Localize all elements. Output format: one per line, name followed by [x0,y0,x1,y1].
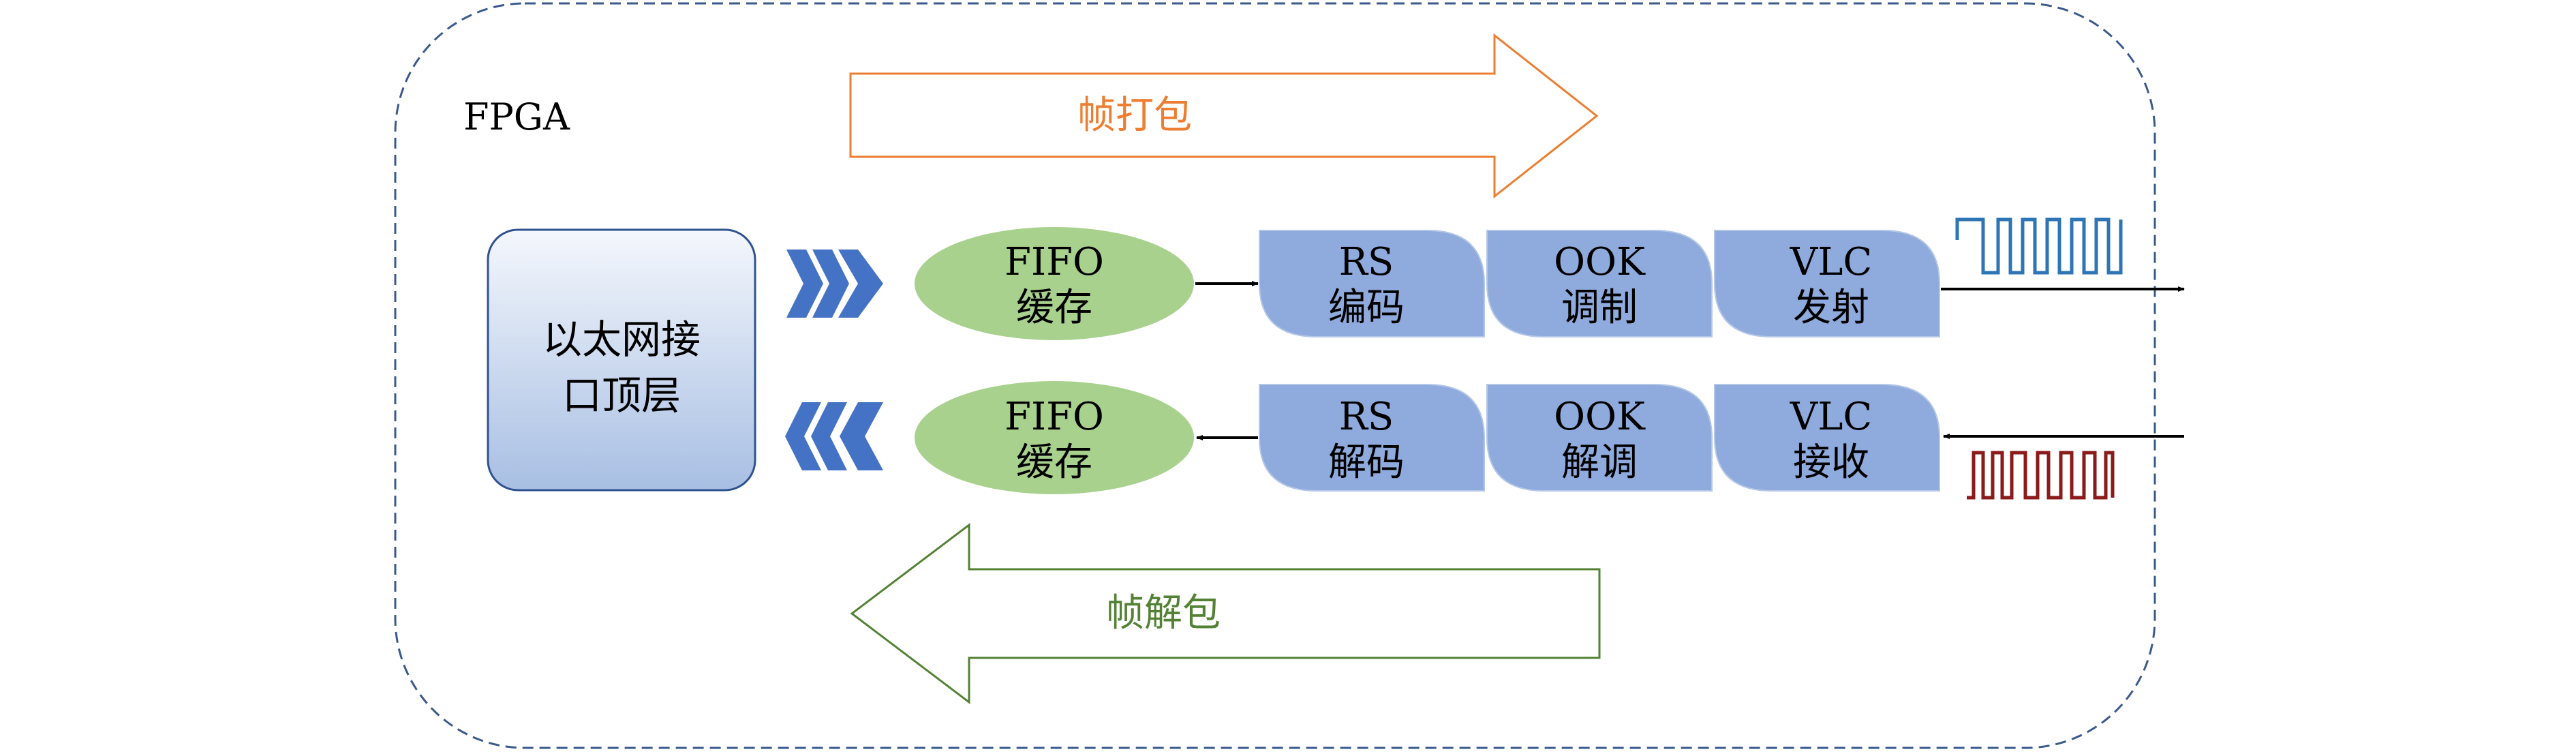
rx-rs-line2: 解码 [1328,440,1405,485]
rx-vlc-line1: VLC [1790,395,1872,439]
tx-chevron-3 [838,250,883,318]
rx-chevron-1 [785,402,821,470]
tx-rs-line2: 编码 [1328,286,1405,330]
tx-rs-encode-block [1259,230,1485,337]
tx-chevron-1 [786,250,823,318]
rx-ook-line2: 解调 [1561,440,1638,485]
tx-fifo-line1: FIFO [1005,240,1104,284]
rx-fifo-line1: FIFO [1005,395,1104,439]
tx-ook-line2: 调制 [1561,286,1638,330]
tx-signal-waveform [1955,217,2123,275]
rx-chevrons [785,402,883,470]
tx-vlc-line2: 发射 [1793,286,1869,330]
ethernet-interface-block [487,228,756,492]
ethernet-label-line2: 口顶层 [562,372,681,419]
rx-vlc-receive-block [1714,384,1940,492]
tx-chevron-2 [812,250,849,318]
frame-packing-arrow [849,33,1599,199]
rx-fifo-buffer [915,381,1194,494]
tx-fifo-buffer [915,227,1194,340]
rx-vlc-line2: 接收 [1793,440,1869,485]
tx-chevrons [786,250,883,318]
tx-rs-line1: RS [1339,240,1394,284]
frame-unpacking-arrow [850,522,1601,705]
tx-ook-modulation-block [1486,230,1713,337]
frame-unpacking-label: 帧解包 [1106,591,1221,635]
tx-fifo-line2: 缓存 [1016,286,1092,330]
rx-rs-line1: RS [1339,395,1394,439]
tx-vlc-line1: VLC [1790,240,1872,284]
rx-chevron-2 [811,402,847,470]
ethernet-label-line1: 以太网接 [542,316,701,363]
rx-ook-demodulation-block [1486,384,1713,492]
rx-ook-line1: OOK [1554,395,1646,439]
tx-vlc-transmit-block [1714,230,1940,337]
rx-chevron-3 [840,402,883,470]
frame-packing-label: 帧打包 [1077,93,1192,138]
rx-rs-decode-block [1259,384,1485,492]
rx-fifo-line2: 缓存 [1016,440,1092,485]
fpga-label: FPGA [463,95,570,138]
rx-signal-waveform [1967,451,2115,500]
fpga-boundary [394,2,2156,749]
tx-ook-line1: OOK [1554,240,1646,284]
